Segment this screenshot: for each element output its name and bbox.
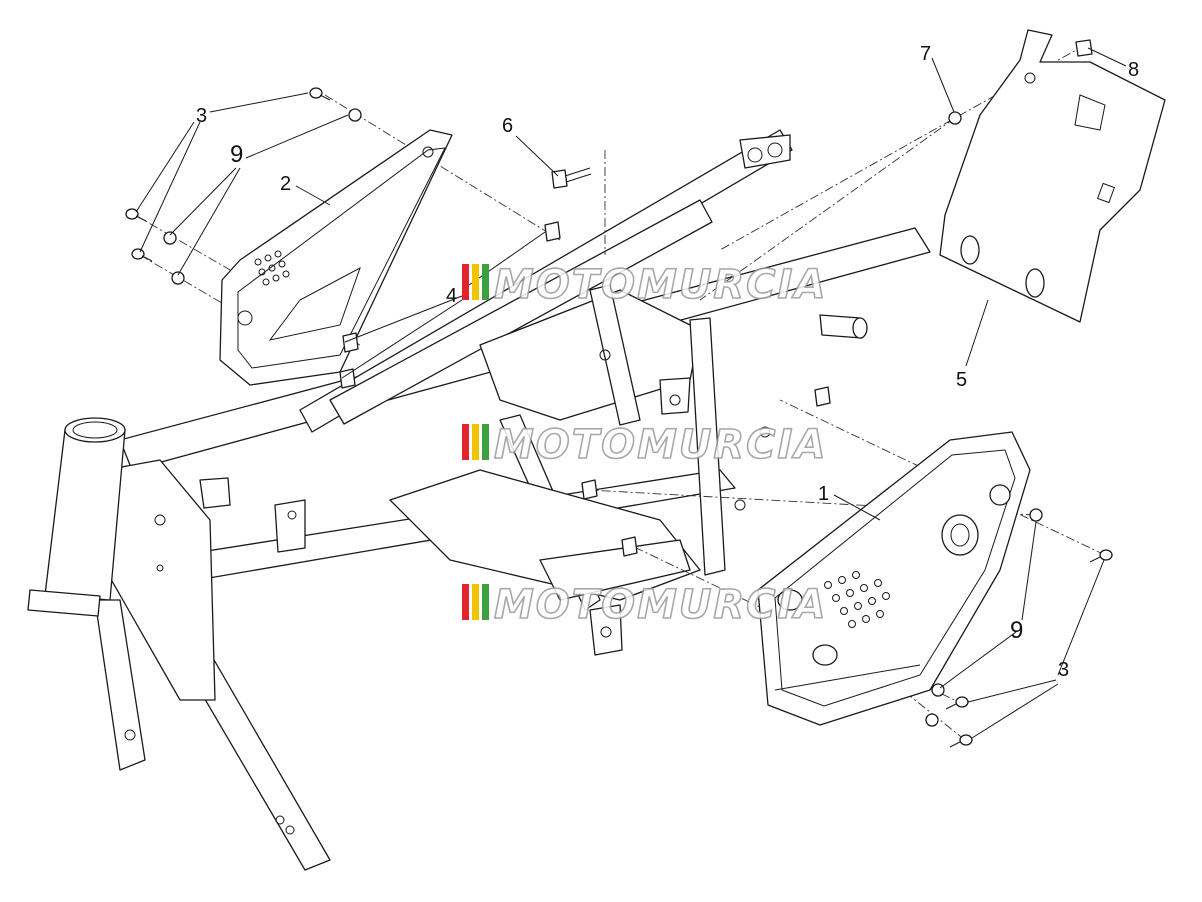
callout-9-left: 9 (230, 141, 243, 168)
part-2-left-side-cover (219, 129, 453, 386)
svg-text:MOTOMURCIA: MOTOMURCIA (494, 262, 827, 308)
callout-1: 1 (818, 483, 829, 505)
nut-8 (1075, 39, 1093, 57)
watermark-top: MOTOMURCIA (462, 261, 827, 309)
callout-5: 5 (956, 369, 967, 391)
leader-lines (135, 47, 1127, 739)
wm-stripe-yellow (472, 264, 479, 300)
wm-stripe-red (462, 264, 469, 300)
bolt-6 (551, 167, 592, 189)
svg-text:MOTOMURCIA: MOTOMURCIA (494, 582, 827, 628)
washer-9-f (925, 713, 939, 727)
screw-3-top-left (309, 87, 331, 101)
screw-3-right-a (1089, 549, 1113, 563)
callout-4: 4 (446, 285, 457, 307)
clip-4-d (814, 386, 831, 407)
clip-4-a (544, 221, 561, 242)
washer-9-a (348, 108, 362, 122)
screw-3-right-b (945, 696, 969, 710)
callout-7: 7 (920, 43, 931, 65)
part-1-right-side-cover (757, 431, 1031, 726)
clip-4-f (621, 536, 638, 557)
washer-9-d (1029, 508, 1043, 522)
callout-3-right: 3 (1058, 659, 1069, 681)
callout-6: 6 (502, 115, 513, 137)
callout-9-right: 9 (1010, 617, 1023, 644)
callout-3-left: 3 (196, 105, 207, 127)
fasteners (125, 39, 1113, 748)
watermark-bottom: MOTOMURCIA (462, 581, 827, 629)
callout-labels: 3 9 2 6 4 7 8 5 1 9 3 (196, 43, 1139, 681)
vent-holes-left (254, 250, 290, 286)
washer-9-c (171, 271, 185, 285)
watermark-middle: MOTOMURCIA (462, 421, 827, 469)
callout-2: 2 (280, 173, 291, 195)
vent-holes-right (824, 571, 890, 628)
screw-3-mid-left (125, 208, 147, 222)
frame (27, 129, 931, 871)
clip-4-e (581, 479, 598, 500)
clip-4-b (342, 332, 359, 353)
callout-8: 8 (1128, 59, 1139, 81)
wm-stripe-green (482, 264, 489, 300)
screw-3-low-left (131, 248, 153, 262)
part-5-rear-shield (939, 29, 1166, 323)
washer-9-b (163, 231, 177, 245)
nut-7 (948, 111, 962, 125)
svg-text:MOTOMURCIA: MOTOMURCIA (494, 422, 827, 468)
clip-4-c (339, 368, 356, 389)
screw-3-right-c (949, 734, 973, 748)
